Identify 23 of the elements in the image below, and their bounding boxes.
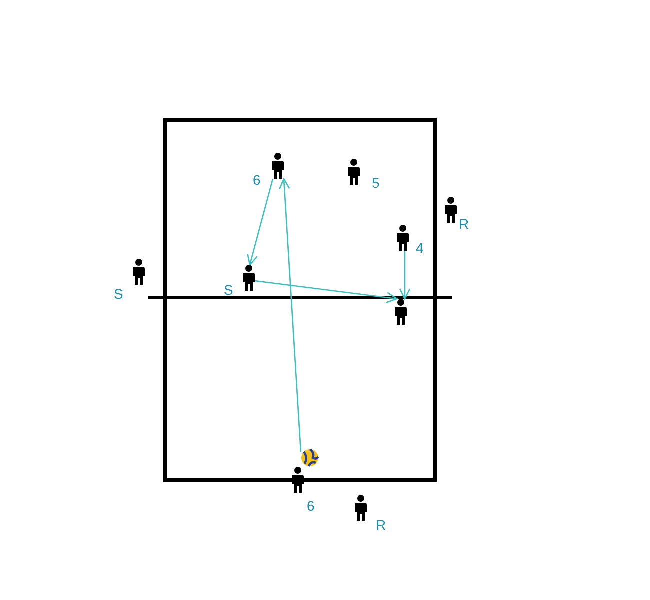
player-label: 5	[372, 175, 380, 191]
player-label: 6	[307, 498, 315, 514]
movement-arrow	[278, 178, 302, 452]
player-label: R	[459, 216, 470, 232]
person-icon	[272, 153, 284, 179]
player-label: R	[376, 517, 386, 533]
player-label: 6	[253, 172, 261, 188]
person-icon	[395, 299, 407, 325]
player-label: 4	[416, 240, 424, 256]
player-label: S	[224, 282, 234, 298]
court-outline	[163, 118, 437, 482]
movement-arrow	[247, 178, 274, 266]
person-icon	[243, 265, 255, 291]
movement-arrow	[399, 251, 411, 300]
person-icon	[445, 197, 457, 223]
player-label: S	[114, 286, 124, 302]
person-icon	[292, 467, 304, 493]
person-icon	[133, 259, 145, 285]
person-icon	[397, 225, 409, 251]
volleyball-icon	[301, 449, 319, 467]
person-icon	[355, 495, 367, 521]
movement-arrow	[254, 280, 398, 304]
person-icon	[348, 159, 360, 185]
